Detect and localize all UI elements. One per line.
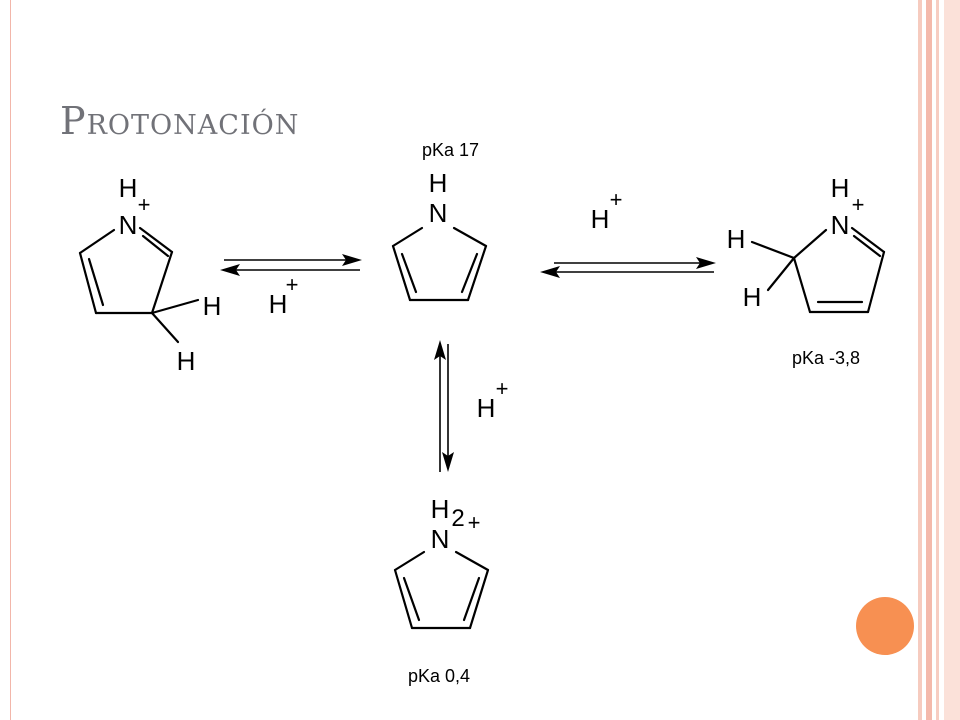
atom-h-right-1: H bbox=[727, 224, 746, 254]
atom-h-left-2: H bbox=[177, 346, 196, 376]
subscript-2: 2 bbox=[451, 505, 464, 532]
pyrrole-center bbox=[391, 226, 488, 302]
equilibrium-arrow-down bbox=[434, 340, 454, 472]
pka-label-bottom: pKa 0,4 bbox=[408, 666, 470, 686]
frame-line-left bbox=[10, 0, 11, 720]
reagent-h-left: H bbox=[269, 289, 288, 319]
atom-n-left: N bbox=[119, 210, 138, 240]
frame-stripe bbox=[944, 0, 960, 720]
atom-h-center: H bbox=[429, 168, 448, 198]
equilibrium-arrow-left bbox=[220, 254, 362, 276]
charge-plus-left: + bbox=[138, 192, 151, 217]
equilibrium-arrow-right bbox=[540, 257, 716, 278]
orange-circle-decoration bbox=[856, 597, 914, 655]
atom-h-right-2: H bbox=[743, 282, 762, 312]
atom-h-right-nh: H bbox=[831, 173, 850, 203]
pyrrolium-bottom bbox=[393, 550, 490, 630]
atom-h-left-1: H bbox=[203, 291, 222, 321]
atom-n-center: N bbox=[429, 198, 448, 228]
equilibrium-arrows bbox=[220, 254, 716, 472]
pka-label-center: pKa 17 bbox=[422, 140, 479, 160]
pka-label-right: pKa -3,8 bbox=[792, 348, 860, 368]
reagent-charge-right: + bbox=[610, 187, 623, 212]
atom-n-bottom: N bbox=[431, 524, 450, 554]
reagent-h-right: H bbox=[591, 204, 610, 234]
reagent-charge-left: + bbox=[286, 272, 299, 297]
atom-n-right: N bbox=[831, 210, 850, 240]
frame-stripe bbox=[936, 0, 939, 720]
frame-stripe bbox=[918, 0, 922, 720]
atom-h-bottom: H bbox=[431, 494, 450, 524]
pyrrolium-left bbox=[78, 226, 200, 344]
reagent-h-down: H bbox=[477, 393, 496, 423]
charge-plus-right: + bbox=[852, 192, 865, 217]
atom-h-left-nh: H bbox=[119, 173, 138, 203]
charge-plus-bottom: + bbox=[468, 510, 481, 535]
slide-title: Protonación bbox=[60, 99, 300, 143]
reagent-charge-down: + bbox=[496, 376, 509, 401]
pyrrolium-right bbox=[750, 226, 886, 314]
frame-stripe bbox=[926, 0, 932, 720]
